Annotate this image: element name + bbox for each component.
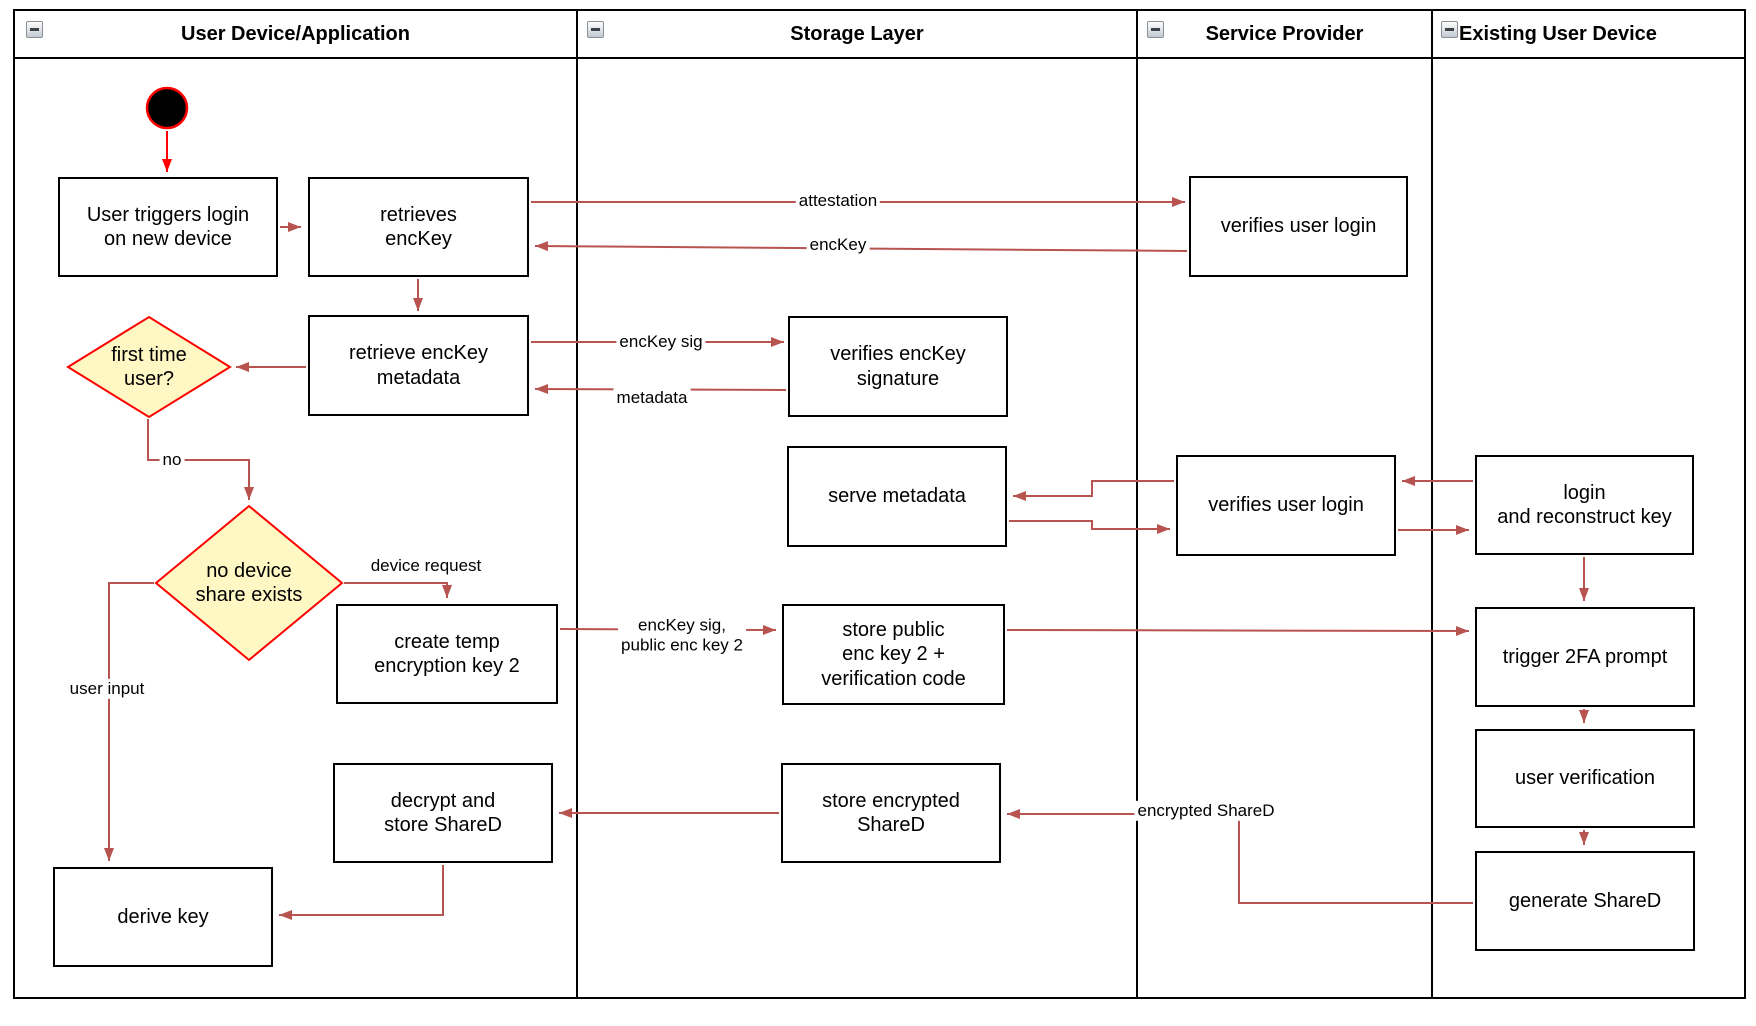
decision-first-time-user: [66, 315, 232, 419]
lane-header-existing-user-device: Existing User Device: [1459, 10, 1745, 58]
lane-header-user-device: User Device/Application: [14, 10, 577, 58]
edge-label-enckey: encKey: [806, 234, 870, 256]
edge-verifies-to-serve: [1013, 480, 1174, 501]
decision-no-device-share: [154, 504, 344, 662]
edge-label-user-input: user input: [66, 678, 148, 700]
collapse-icon[interactable]: [1147, 21, 1164, 38]
edge-label-device-request: device request: [367, 555, 485, 577]
node-user-triggers-login: User triggers login on new device: [58, 177, 278, 277]
minus-glyph: [1445, 28, 1454, 31]
minus-glyph: [30, 28, 39, 31]
start-node: [145, 86, 189, 130]
node-verifies-user-login-top: verifies user login: [1189, 176, 1408, 277]
node-generate-shared: generate ShareD: [1475, 851, 1695, 951]
edge-label-enckey-sig-public: encKey sig, public enc key 2: [618, 615, 746, 657]
node-verifies-user-login-mid: verifies user login: [1176, 455, 1396, 556]
collapse-icon[interactable]: [1441, 21, 1458, 38]
lane-title: Storage Layer: [790, 22, 924, 45]
collapse-icon[interactable]: [26, 21, 43, 38]
lane-title: Service Provider: [1205, 22, 1364, 45]
lane-title: User Device/Application: [181, 22, 410, 45]
edge-encrypted-shared: [1007, 809, 1473, 904]
edge-label-metadata: metadata: [613, 387, 691, 409]
node-user-verification: user verification: [1475, 729, 1695, 828]
edge-label-encrypted-shared: encrypted ShareD: [1134, 800, 1278, 822]
edge-serve-to-verifies: [1009, 520, 1170, 534]
lane-header-storage-layer: Storage Layer: [577, 10, 1137, 58]
node-create-temp-key2: create temp encryption key 2: [336, 604, 558, 704]
node-serve-metadata: serve metadata: [787, 446, 1007, 547]
edge-no-branch: [147, 419, 254, 500]
node-retrieve-enckey-metadata: retrieve encKey metadata: [308, 315, 529, 416]
edge-storepublic-to-2fa: [1006, 625, 1470, 636]
node-decrypt-store-shared: decrypt and store ShareD: [333, 763, 553, 863]
node-login-reconstruct-key: login and reconstruct key: [1475, 455, 1694, 555]
node-verifies-enckey-signature: verifies encKey signature: [788, 316, 1008, 417]
swimlane-frame: [13, 9, 1746, 999]
node-retrieves-enckey: retrieves encKey: [308, 177, 529, 277]
minus-glyph: [591, 28, 600, 31]
node-store-public-enc-key2: store public enc key 2 + verification co…: [782, 604, 1005, 705]
edge-label-attestation: attestation: [795, 190, 881, 212]
node-derive-key: derive key: [53, 867, 273, 967]
node-store-encrypted-shared: store encrypted ShareD: [781, 763, 1001, 863]
edge-label-enckey-sig: encKey sig: [616, 331, 706, 353]
edge-label-no: no: [159, 449, 185, 471]
lane-title: Existing User Device: [1459, 22, 1657, 45]
node-trigger-2fa-prompt: trigger 2FA prompt: [1475, 607, 1695, 707]
collapse-icon[interactable]: [587, 21, 604, 38]
lane-header-service-provider: Service Provider: [1137, 10, 1432, 58]
edge-device-request: [344, 582, 452, 598]
minus-glyph: [1151, 28, 1160, 31]
edge-decrypt-to-derive: [279, 865, 444, 920]
edge-user-input: [104, 582, 154, 861]
